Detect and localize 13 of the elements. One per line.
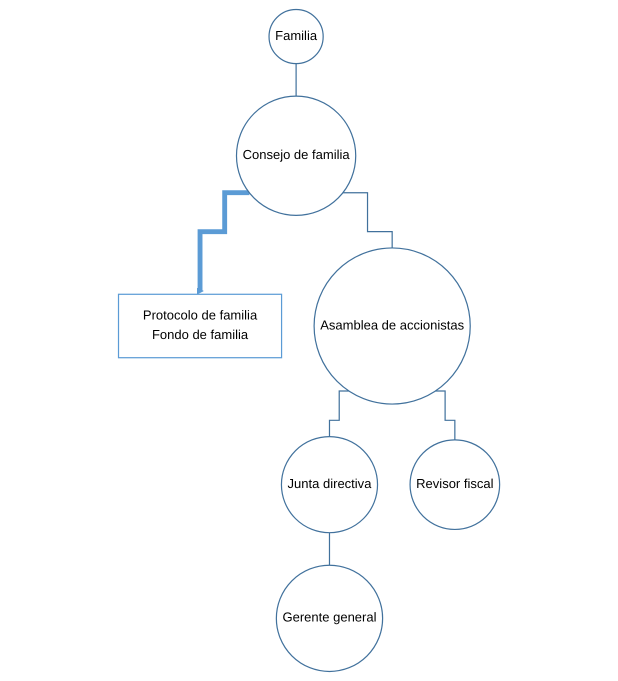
connector <box>342 192 393 249</box>
arrow <box>196 190 250 295</box>
connector <box>328 390 349 438</box>
node-circle: Revisor fiscal <box>409 439 500 530</box>
node-circle: Consejo de familia <box>236 96 356 216</box>
connector <box>328 532 330 566</box>
connector <box>295 63 297 97</box>
node-circle: Gerente general <box>276 564 384 672</box>
node-circle: Asamblea de accionistas <box>313 247 471 405</box>
node-box: Protocolo de familia Fondo de familia <box>118 294 282 358</box>
node-circle: Familia <box>268 8 324 64</box>
connector <box>435 390 456 440</box>
node-circle: Junta directiva <box>280 436 378 534</box>
